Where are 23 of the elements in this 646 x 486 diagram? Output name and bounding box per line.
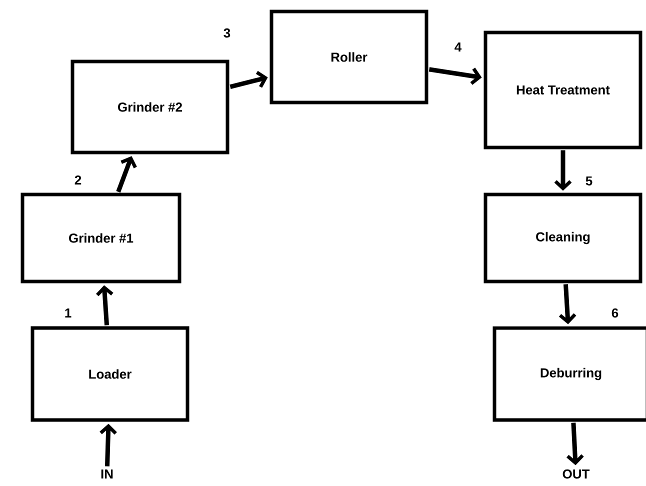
edge-label: 3 xyxy=(224,28,230,38)
arrow xyxy=(428,67,482,85)
edge-label: 2 xyxy=(74,175,82,185)
arrow xyxy=(230,70,268,90)
arrow xyxy=(554,150,572,191)
process-box: Grinder #2 xyxy=(70,60,230,154)
edge-label: 5 xyxy=(586,176,592,186)
arrow xyxy=(558,284,576,324)
edge-label: 6 xyxy=(612,308,618,318)
edge-label: 1 xyxy=(65,308,72,318)
process-box: Cleaning xyxy=(484,192,642,284)
process-box: Grinder #1 xyxy=(20,192,182,284)
arrow xyxy=(96,285,114,326)
process-box: Deburring xyxy=(492,326,646,422)
arrow xyxy=(566,422,584,466)
io-label: IN xyxy=(101,470,113,478)
io-label: OUT xyxy=(562,469,590,479)
process-box: Heat Treatment xyxy=(484,30,642,150)
process-box: Loader xyxy=(30,326,190,422)
arrow xyxy=(100,424,117,466)
process-box: Roller xyxy=(270,10,428,104)
edge-label: 4 xyxy=(454,42,462,52)
arrow xyxy=(116,156,137,193)
